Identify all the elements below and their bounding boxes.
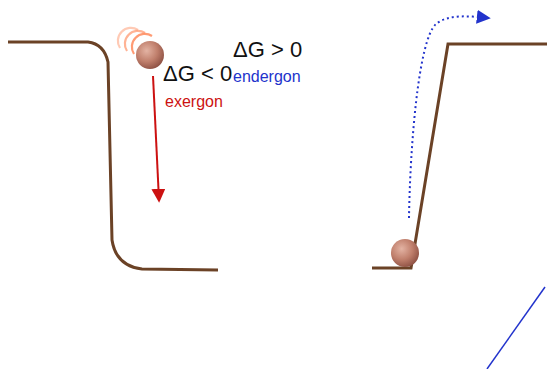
uphill-arrow: [409, 16, 488, 218]
delta-g-label: ΔG > 0: [233, 38, 302, 62]
downhill-arrow: [153, 76, 159, 200]
delta-g-label: ΔG < 0: [163, 62, 232, 86]
endergon-label: endergon: [233, 68, 301, 86]
rolling-ball: [136, 41, 164, 69]
step-terrain: [372, 44, 547, 268]
exergon-label: exergon: [165, 93, 223, 111]
resting-ball: [391, 239, 419, 267]
stray-line: [487, 287, 545, 369]
